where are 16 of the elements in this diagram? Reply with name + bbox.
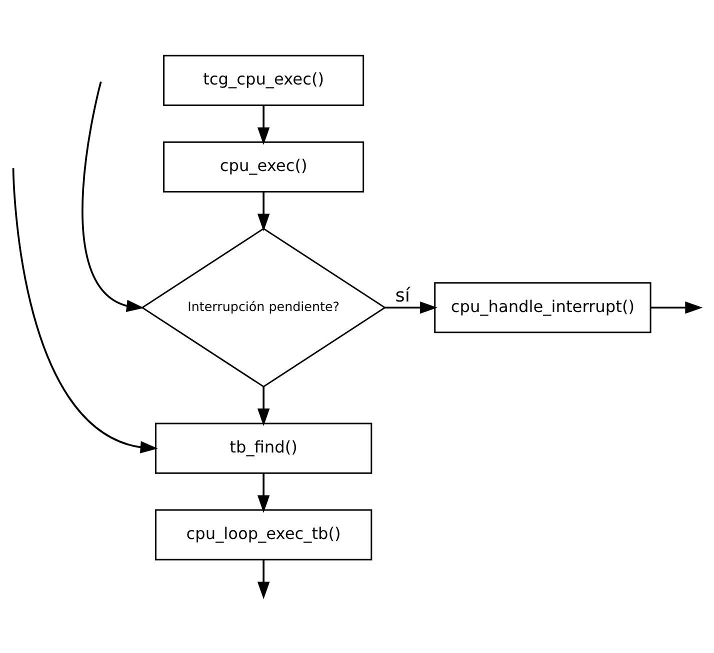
arrow: [12, 168, 158, 454]
arrow: [257, 473, 270, 513]
node-box: cpu_handle_interrupt(): [434, 282, 652, 334]
arrow: [257, 192, 270, 232]
arrow: [385, 301, 438, 314]
node-box: tb_find(): [154, 422, 372, 474]
arrow: [257, 105, 270, 145]
arrow: [82, 82, 144, 312]
arrow: [650, 301, 703, 314]
node-box: cpu_exec(): [163, 141, 364, 192]
node-diamond: Interrupción pendiente?: [140, 228, 386, 388]
node-box: tcg_cpu_exec(): [163, 54, 364, 106]
node-box: cpu_loop_exec_tb(): [154, 509, 372, 560]
edge-label: sí: [395, 286, 410, 307]
arrow: [257, 386, 270, 426]
arrow: [257, 560, 270, 600]
